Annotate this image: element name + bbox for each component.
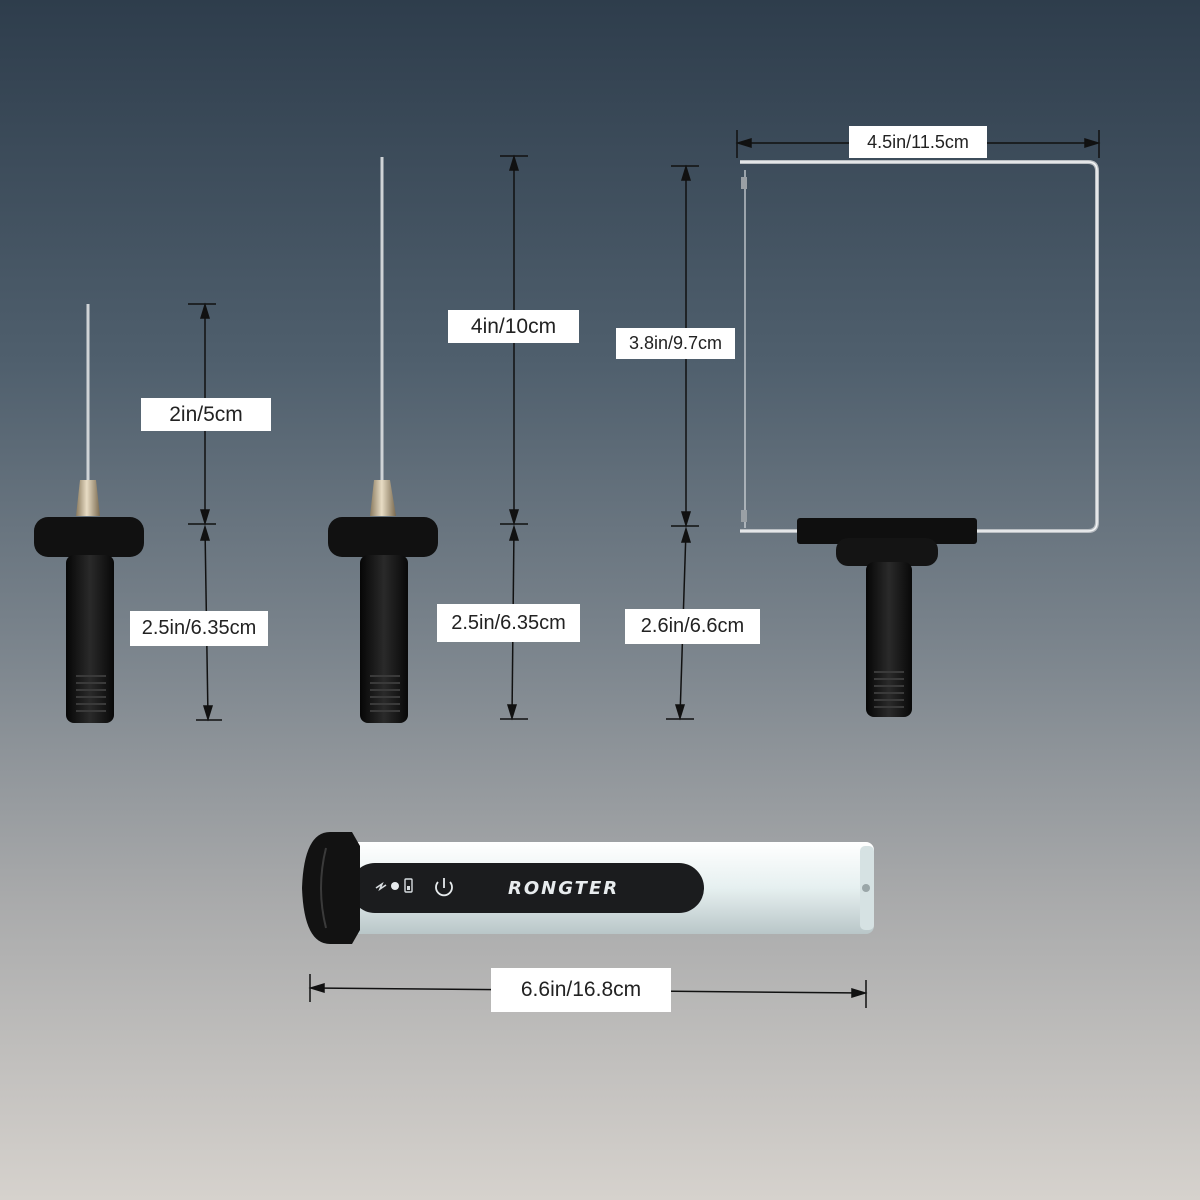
long-tip-flange (328, 517, 438, 557)
wire-frame-rod-highlight (740, 161, 1098, 532)
short-handle-length-label: 2.5in/6.35cm (130, 611, 268, 646)
wire-frame-grip-ridges (874, 671, 904, 708)
wire-frame-height-label: 3.8in/9.7cm (616, 328, 735, 359)
short-tip-collar (76, 480, 100, 516)
short-tip-grip-ridges (76, 675, 106, 712)
short-tip-handle (66, 555, 114, 723)
wire-frame-handle-label: 2.6in/6.6cm (625, 609, 760, 644)
charging-port-icon (862, 884, 870, 892)
foam-cutter-pen: RONGTER (302, 832, 874, 944)
long-tip-attachment (328, 157, 438, 723)
wire-clip-top (741, 177, 747, 189)
wire-frame-rod (740, 160, 1099, 533)
long-blade-length-label: 4in/10cm (448, 310, 579, 343)
pen-length-label: 6.6in/16.8cm (491, 968, 671, 1012)
wire-frame-width-label: 4.5in/11.5cm (849, 126, 987, 158)
charge-bolt-icon (375, 881, 387, 892)
brand-logo: RONGTER (508, 878, 619, 899)
pen-control-panel (350, 863, 704, 913)
wire-frame-flange (836, 538, 938, 566)
status-led-icon (391, 882, 399, 890)
long-handle-length-label: 2.5in/6.35cm (437, 604, 580, 642)
wire-frame-attachment (740, 160, 1099, 717)
short-blade-length-label: 2in/5cm (141, 398, 271, 431)
long-tip-grip-ridges (370, 675, 400, 712)
wire-frame-crossbar (797, 518, 977, 544)
pen-head-collar (302, 832, 360, 944)
battery-icon (404, 878, 413, 893)
long-tip-handle (360, 555, 408, 723)
short-tip-flange (34, 517, 144, 557)
short-tip-attachment (34, 304, 144, 723)
pen-head-highlight (320, 847, 327, 929)
wire-clip-bottom (741, 510, 747, 522)
power-button-icon (435, 878, 453, 897)
long-tip-collar (370, 480, 396, 516)
